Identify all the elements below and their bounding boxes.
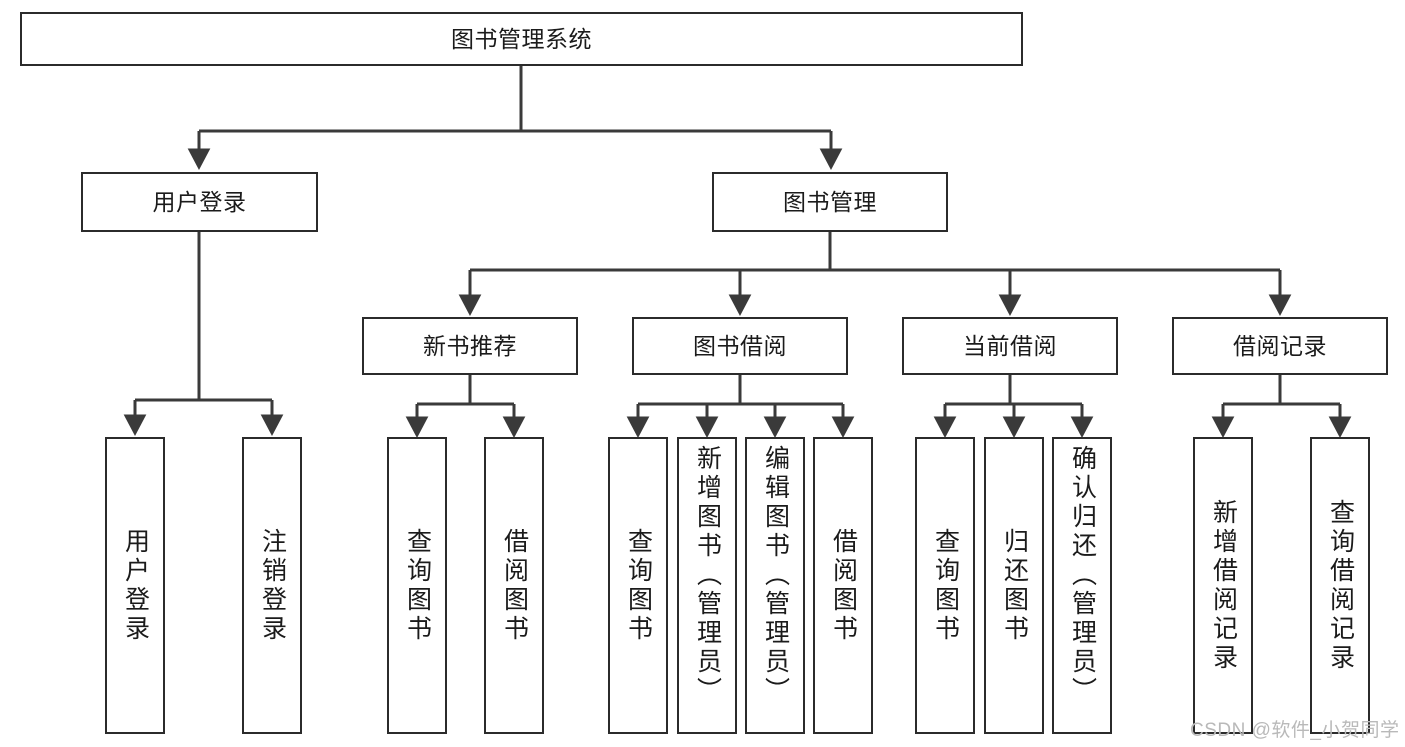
node-borrow-records-label: 借阅记录 — [1233, 332, 1327, 359]
node-leaf-logout[interactable]: 注销登录 — [242, 437, 302, 734]
node-leaf-edit-book-admin[interactable]: 编辑图书（管理员） — [745, 437, 805, 734]
node-leaf-query-book-recommend[interactable]: 查询图书 — [387, 437, 447, 734]
node-leaf-return-book-label: 归还图书 — [1000, 527, 1029, 644]
node-user-login[interactable]: 用户登录 — [81, 172, 318, 232]
node-book-borrow-label: 图书借阅 — [693, 332, 787, 359]
node-user-login-label: 用户登录 — [152, 188, 247, 215]
node-leaf-borrow-book[interactable]: 借阅图书 — [813, 437, 873, 734]
node-leaf-query-book-borrow[interactable]: 查询图书 — [608, 437, 668, 734]
node-current-borrow[interactable]: 当前借阅 — [902, 317, 1118, 375]
node-book-management[interactable]: 图书管理 — [712, 172, 948, 232]
node-leaf-user-login-label: 用户登录 — [121, 527, 150, 644]
node-leaf-query-book-current[interactable]: 查询图书 — [915, 437, 975, 734]
node-root[interactable]: 图书管理系统 — [20, 12, 1023, 66]
node-book-management-label: 图书管理 — [783, 188, 877, 215]
node-borrow-records[interactable]: 借阅记录 — [1172, 317, 1388, 375]
node-book-borrow[interactable]: 图书借阅 — [632, 317, 848, 375]
node-leaf-query-book-borrow-label: 查询图书 — [624, 527, 653, 644]
node-leaf-add-borrow-record[interactable]: 新增借阅记录 — [1193, 437, 1253, 734]
node-leaf-borrow-book-recommend[interactable]: 借阅图书 — [484, 437, 544, 734]
node-new-book-recommend-label: 新书推荐 — [423, 332, 517, 359]
node-new-book-recommend[interactable]: 新书推荐 — [362, 317, 578, 375]
node-leaf-return-book[interactable]: 归还图书 — [984, 437, 1044, 734]
node-leaf-borrow-book-recommend-label: 借阅图书 — [500, 527, 529, 644]
node-leaf-confirm-return-admin[interactable]: 确认归还（管理员） — [1052, 437, 1112, 734]
node-leaf-add-book-admin-label: 新增图书（管理员） — [693, 445, 722, 706]
node-root-label: 图书管理系统 — [451, 25, 592, 52]
node-leaf-logout-label: 注销登录 — [258, 527, 287, 644]
node-leaf-borrow-book-label: 借阅图书 — [829, 527, 858, 644]
node-leaf-query-book-recommend-label: 查询图书 — [403, 527, 432, 644]
node-leaf-query-book-current-label: 查询图书 — [931, 527, 960, 644]
node-leaf-confirm-return-admin-label: 确认归还（管理员） — [1068, 445, 1097, 706]
node-leaf-user-login[interactable]: 用户登录 — [105, 437, 165, 734]
node-leaf-add-borrow-record-label: 新增借阅记录 — [1209, 498, 1238, 673]
node-leaf-query-borrow-record[interactable]: 查询借阅记录 — [1310, 437, 1370, 734]
node-leaf-add-book-admin[interactable]: 新增图书（管理员） — [677, 437, 737, 734]
node-leaf-edit-book-admin-label: 编辑图书（管理员） — [761, 445, 790, 706]
node-current-borrow-label: 当前借阅 — [963, 332, 1057, 359]
csdn-watermark: CSDN @软件_小贺同学 — [1190, 720, 1400, 741]
node-leaf-query-borrow-record-label: 查询借阅记录 — [1326, 498, 1355, 673]
